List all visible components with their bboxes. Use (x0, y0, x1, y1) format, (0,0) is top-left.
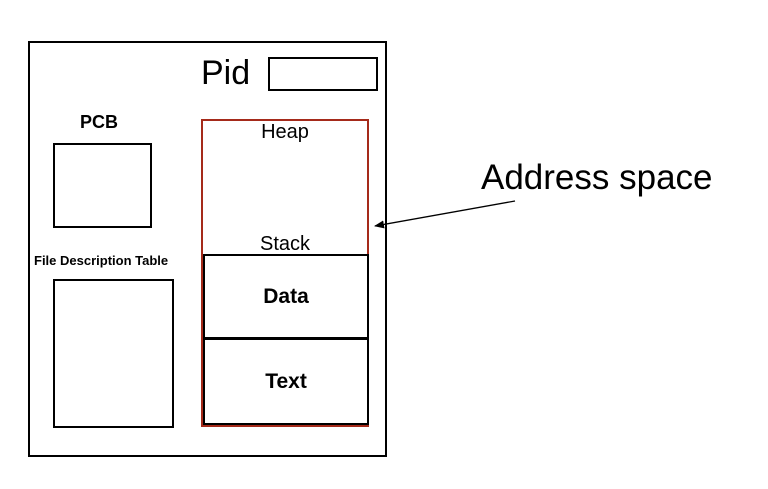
process-box (28, 41, 387, 457)
data-segment: Data (203, 254, 369, 339)
data-segment-label: Data (263, 284, 309, 308)
text-segment: Text (203, 338, 369, 425)
stack-label: Stack (259, 233, 311, 255)
pid-label: Pid (201, 54, 251, 92)
file-description-table-label: File Description Table (34, 253, 169, 268)
file-description-table-box (53, 279, 174, 428)
pcb-box (53, 143, 152, 228)
callout-arrow-line (374, 200, 516, 229)
pid-field (268, 57, 378, 91)
text-segment-label: Text (265, 369, 307, 393)
pcb-label: PCB (80, 112, 119, 132)
address-space-callout: Address space (481, 158, 713, 197)
heap-label: Heap (261, 121, 309, 143)
